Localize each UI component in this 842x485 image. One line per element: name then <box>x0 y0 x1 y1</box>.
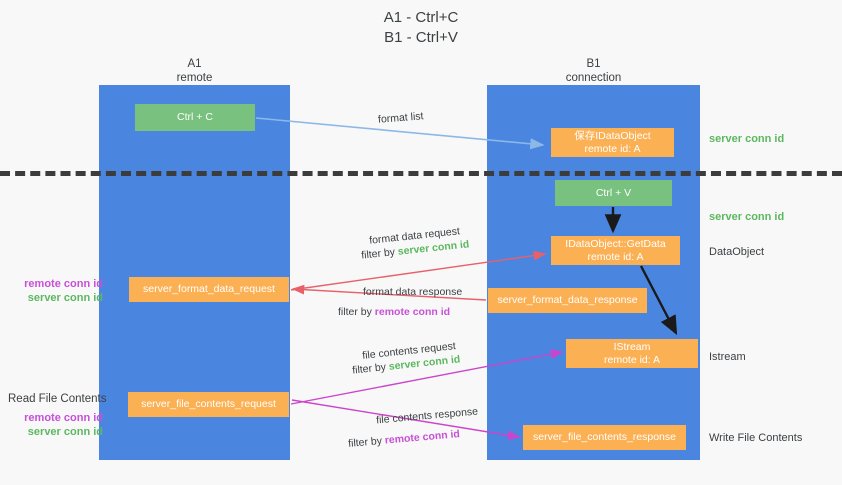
edge-label-file-contents-response: file contents response <box>375 405 479 427</box>
edge-label-format-data-response-filter: filter by remote conn id <box>338 305 450 319</box>
edge-label-format-list: format list <box>377 110 424 126</box>
label-server-conn-id-2: server conn id <box>27 426 103 438</box>
label-server-conn-id-mid: server conn id <box>709 211 785 223</box>
label-remote-conn-id-2: remote conn id <box>24 412 103 424</box>
label-server-conn-id-top: server conn id <box>709 133 785 145</box>
node-ctrl-v[interactable]: Ctrl + V <box>555 180 672 206</box>
label-conn-ids-upper: remote conn id server conn id <box>8 277 103 305</box>
column-a1-name: A1 <box>187 58 202 70</box>
label-write-file-contents: Write File Contents <box>709 432 803 444</box>
page-title: A1 - Ctrl+C B1 - Ctrl+V <box>383 9 459 46</box>
filter-prefix: filter by <box>360 245 399 262</box>
label-conn-ids-lower: remote conn id server conn id <box>8 411 103 439</box>
label-dataobject: DataObject <box>709 246 765 258</box>
label-remote-conn-id: remote conn id <box>24 278 103 290</box>
node-ctrl-c[interactable]: Ctrl + C <box>135 104 255 131</box>
filter-key-remote-conn-id: remote conn id <box>374 306 451 318</box>
label-server-conn-id: server conn id <box>27 292 103 304</box>
edge-label-format-data-response: format data response <box>363 286 463 298</box>
filter-prefix-4: filter by <box>347 434 386 450</box>
node-server-file-contents-response[interactable]: server_file_contents_response <box>523 425 686 450</box>
column-header-b1: B1 connection <box>487 57 700 85</box>
filter-prefix-3: filter by <box>351 360 390 377</box>
label-read-file-contents: Read File Contents <box>8 393 107 405</box>
node-server-format-data-request[interactable]: server_format_data_request <box>129 277 289 302</box>
column-header-a1: A1 remote <box>99 57 290 85</box>
edge-label-file-contents-response-filter: filter by remote conn id <box>348 427 461 451</box>
filter-key-remote-conn-id-2: remote conn id <box>384 428 461 447</box>
column-b1-name: B1 <box>586 58 601 70</box>
node-server-file-contents-request[interactable]: server_file_contents_request <box>128 392 289 417</box>
filter-prefix-2: filter by <box>338 306 375 318</box>
label-istream: Istream <box>709 351 746 363</box>
node-istream[interactable]: IStream remote id: A <box>566 339 698 368</box>
node-server-format-data-response[interactable]: server_format_data_response <box>488 288 647 313</box>
node-idataobject-getdata[interactable]: IDataObject::GetData remote id: A <box>551 236 680 265</box>
node-save-idataobject[interactable]: 保存IDataObject remote id: A <box>551 128 674 157</box>
column-b1-role: connection <box>565 72 622 84</box>
column-a1-role: remote <box>176 72 213 84</box>
dashed-divider <box>0 171 842 176</box>
